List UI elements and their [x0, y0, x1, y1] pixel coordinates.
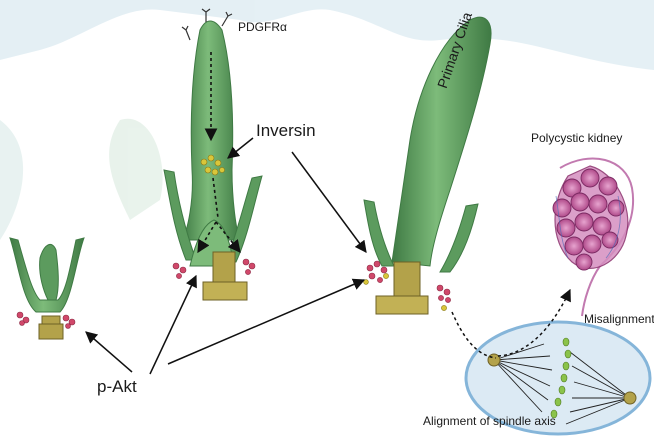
polycystic-kidney [553, 158, 633, 316]
label-spindle-axis: Alignment of spindle axis [423, 414, 556, 428]
cell-pit-left [10, 238, 84, 339]
cell-cilium-pdgfr [164, 9, 262, 300]
label-polycystic-kidney: Polycystic kidney [531, 131, 622, 145]
label-pakt: p-Akt [97, 377, 137, 397]
cell-primary-cilium [364, 17, 491, 314]
label-inversin: Inversin [256, 121, 316, 141]
label-pdgfr: PDGFRα [238, 20, 287, 34]
label-misalignment: Misalignment [584, 312, 654, 326]
